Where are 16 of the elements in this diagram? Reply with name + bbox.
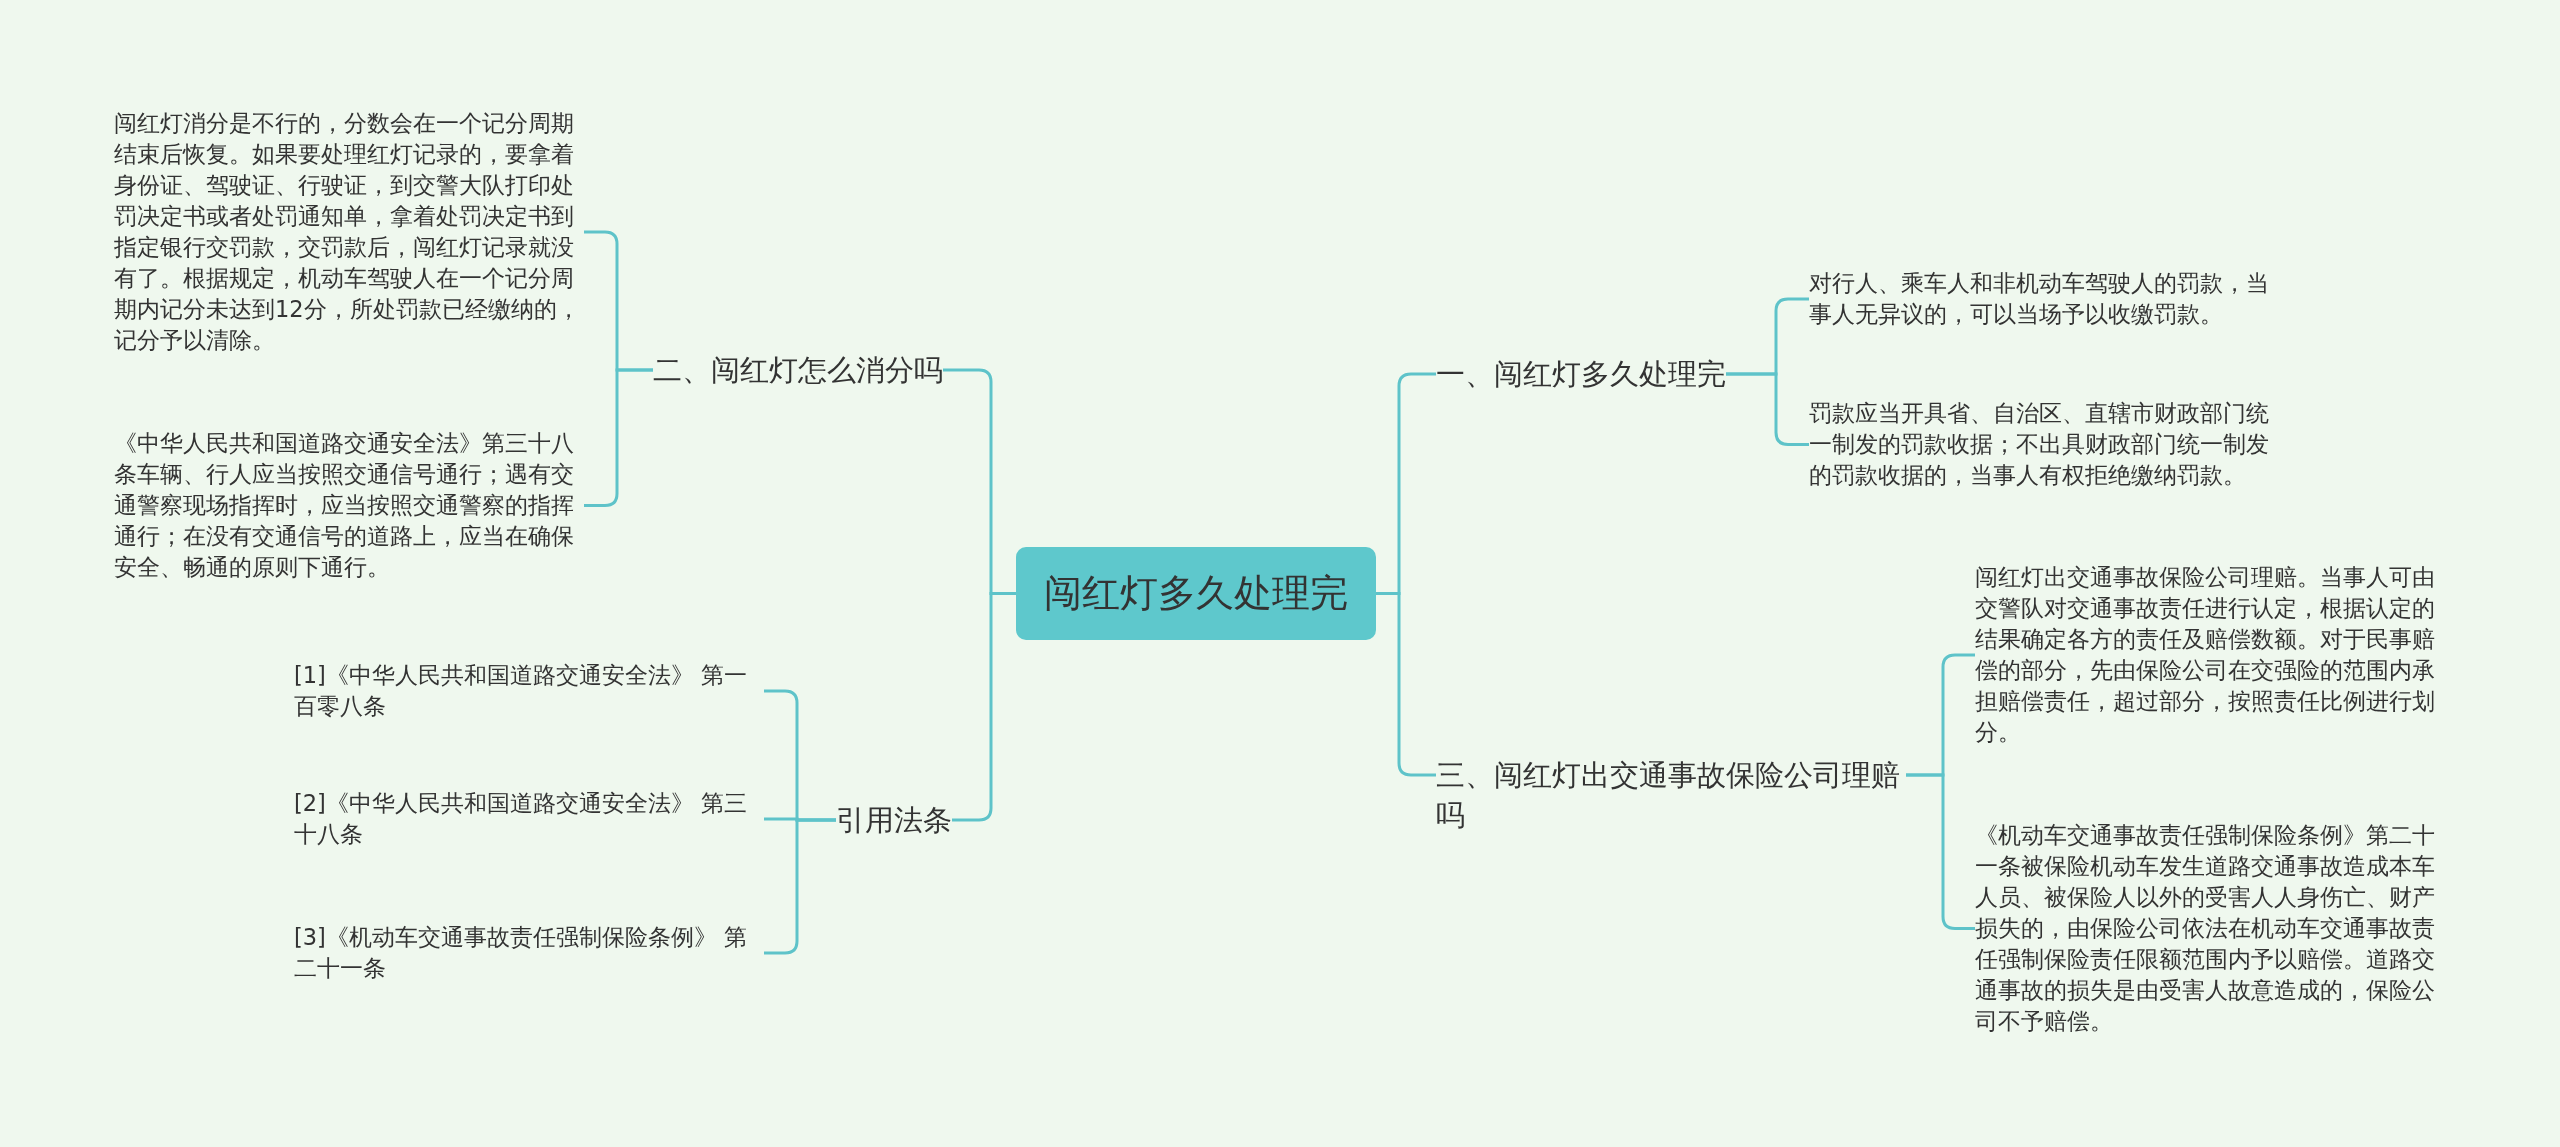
connector-line [952, 592, 1016, 822]
note-text: 罚款应当开具省、自治区、直辖市财政部门统一制发的罚款收据；不出具财政部门统一制发的罚款收据的，当事人有权拒绝缴纳罚款。 [1809, 398, 2279, 491]
topic-label: 二、闯红灯怎么消分吗 [653, 350, 943, 390]
topic-label: 三、闯红灯出交通事故保险公司理赔吗 [1436, 755, 1906, 835]
note-text: 《中华人民共和国道路交通安全法》第三十八条车辆、行人应当按照交通信号通行；遇有交通警察现场指挥时，应当按照交通警察的指挥通行；在没有交通信号的道路上，应当在确保安全、畅通的原则下通行。 [114, 428, 584, 583]
note-text: 对行人、乘车人和非机动车驾驶人的罚款，当事人无异议的，可以当场予以收缴罚款。 [1809, 268, 2279, 330]
connector-line [1376, 592, 1436, 777]
topic-label: 一、闯红灯多久处理完 [1436, 354, 1726, 394]
note-text: 《机动车交通事故责任强制保险条例》第二十一条被保险机动车发生道路交通事故造成本车人员、被保险人以外的受害人人身伤亡、财产损失的，由保险公司依法在机动车交通事故责任强制保险责任限额范围内予以赔偿。道路交通事故的损失是由受害人故意造成的，保险公司不予赔偿。 [1975, 820, 2445, 1037]
note-text: 闯红灯消分是不行的，分数会在一个记分周期结束后恢复。如果要处理红灯记录的，要拿着身份证、驾驶证、行驶证，到交警大队打印处罚决定书或者处罚通知单，拿着处罚决定书到指定银行交罚款，交罚款后，闯红灯记录就没有了。根据规定，机动车驾驶人在一个记分周期内记分未达到12分，所处罚款已经缴纳的，记分予以清除。 [114, 108, 584, 356]
central-topic-box: 闯红灯多久处理完 [1016, 547, 1376, 640]
topic-label: 引用法条 [836, 800, 952, 840]
note-text: [2]《中华人民共和国道路交通安全法》 第三十八条 [294, 788, 764, 850]
note-text: 闯红灯出交通事故保险公司理赔。当事人可由交警队对交通事故责任进行认定，根据认定的结果确定各方的责任及赔偿数额。对于民事赔偿的部分，先由保险公司在交强险的范围内承担赔偿责任，超过部分，按照责任比例进行划分。 [1975, 562, 2445, 748]
note-text: [1]《中华人民共和国道路交通安全法》 第一百零八条 [294, 660, 764, 722]
note-text: [3]《机动车交通事故责任强制保险条例》 第二十一条 [294, 922, 764, 984]
